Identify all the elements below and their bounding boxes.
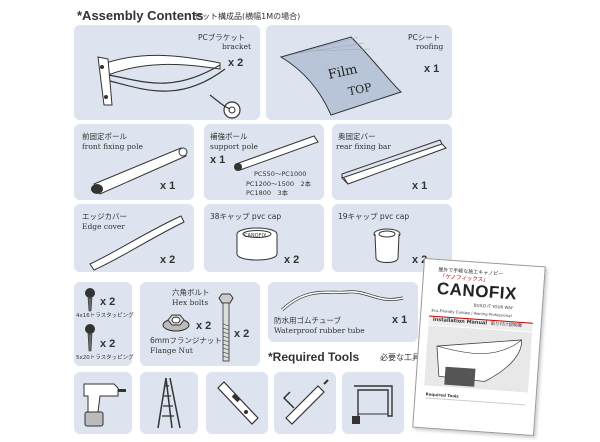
- manual-footer-icons: [424, 397, 526, 416]
- screw-4x16-icon: [85, 288, 95, 312]
- cap38-brand-label: CANOFIX: [244, 233, 267, 239]
- screws-panel: x 2 4x16トラスタッピング x 2 5x20トラスタッピング: [74, 282, 134, 366]
- assembly-contents-subtitle: セット構成品(横幅1Mの場合): [194, 12, 301, 21]
- rear-bar-illustration: [341, 139, 447, 185]
- level-icon: [217, 381, 259, 425]
- required-tools-jp-label: 必要な工具: [380, 353, 420, 362]
- front-pole-illustration: [91, 147, 188, 195]
- bracket-illustration: [97, 54, 241, 119]
- tool-ladder-panel: [140, 372, 198, 434]
- screw-4x16-label: 4x16トラスタッピング: [76, 313, 134, 319]
- cap38-label: 38キャップ pvc cap: [210, 212, 282, 221]
- support-pole-note-2: PC1200～1500 2本: [246, 180, 312, 188]
- rear-bar-jp-label: 奥固定バー: [338, 132, 376, 141]
- bracket-en-label: bracket: [222, 42, 252, 51]
- assembly-contents-title: *Assembly Contents: [77, 8, 204, 23]
- caulk-gun-icon: [282, 379, 329, 425]
- screw-5x20-icon: [85, 324, 95, 352]
- tool-caulk-gun-panel: [274, 372, 336, 434]
- edge-cover-panel: エッジカバー Edge cover x 2: [74, 204, 194, 272]
- screw-5x20-qty: x 2: [100, 338, 116, 350]
- rear-bar-en-label: rear fixing bar: [336, 142, 391, 151]
- hex-bolt-icon: [218, 293, 234, 362]
- cap38-panel: 38キャップ pvc cap x 2 CANOFIX: [204, 204, 324, 272]
- rubber-tube-jp-label: 防水用ゴムチューブ: [274, 316, 342, 325]
- roofing-panel: PCシート roofing x 1 Film TOP: [266, 25, 452, 120]
- support-pole-illustration: [234, 135, 319, 171]
- tool-level-panel: [206, 372, 268, 434]
- edge-cover-qty: x 2: [160, 254, 176, 266]
- bracket-jp-label: PCブラケット: [198, 33, 246, 42]
- tool-drill-panel: [74, 372, 132, 434]
- hex-bolts-en-label: Hex bolts: [172, 298, 209, 307]
- flange-nut-en-label: Flange Nut: [150, 346, 193, 355]
- rubber-tube-en-label: Waterproof rubber tube: [274, 326, 365, 335]
- roofing-en-label: roofing: [416, 42, 444, 51]
- support-pole-jp-label: 補強ポール: [210, 132, 248, 141]
- front-pole-en-label: front fixing pole: [82, 142, 143, 151]
- flange-nut-jp-label: 6mmフランジナット: [150, 336, 222, 345]
- front-pole-qty: x 1: [160, 180, 176, 192]
- hex-bolts-jp-label: 六角ボルト: [172, 288, 210, 297]
- flange-nut-icon: [162, 314, 190, 332]
- roofing-qty: x 1: [424, 63, 440, 75]
- support-pole-note-3: PC1800 3本: [246, 189, 289, 197]
- flange-nut-qty: x 2: [196, 320, 212, 332]
- drill-icon: [83, 383, 126, 427]
- bracket-qty: x 2: [228, 57, 244, 69]
- rubber-tube-qty: x 1: [392, 314, 408, 326]
- bolts-panel: 六角ボルト Hex bolts x 2 6mmフランジナット Flange Nu…: [140, 282, 260, 366]
- screw-5x20-label: 5x20トラスタッピング: [76, 355, 134, 361]
- front-pole-panel: 前固定ポール front fixing pole x 1: [74, 124, 194, 200]
- rubber-tube-illustration: [280, 290, 404, 312]
- hex-bolts-qty: x 2: [234, 328, 250, 340]
- cap19-label: 19キャップ pvc cap: [338, 212, 410, 221]
- cap38-qty: x 2: [284, 254, 300, 266]
- bracket-panel: PCブラケット bracket x 2: [74, 25, 260, 120]
- cap19-illustration: [373, 228, 401, 263]
- cap38-illustration: [236, 227, 278, 261]
- hacksaw-icon: [352, 385, 393, 424]
- roofing-jp-label: PCシート: [408, 33, 441, 42]
- edge-cover-en-label: Edge cover: [82, 222, 125, 231]
- installation-manual: 屋外で手軽な施工キャノピー 「ケノフィックス」 CANOFIX BUILD IT…: [412, 257, 546, 437]
- roofing-sheet-illustration: [279, 36, 402, 116]
- support-pole-note-1: PC550～PC1000: [254, 170, 307, 178]
- support-pole-panel: 補強ポール support pole x 1 PC550～PC1000 PC12…: [204, 124, 324, 200]
- rear-bar-qty: x 1: [412, 180, 428, 192]
- screw-4x16-qty: x 2: [100, 296, 116, 308]
- required-tools-title: *Required Tools: [268, 350, 360, 364]
- rear-bar-panel: 奥固定バー rear fixing bar x 1: [332, 124, 452, 200]
- tool-hacksaw-panel: [342, 372, 404, 434]
- ladder-icon: [157, 377, 181, 429]
- support-pole-qty: x 1: [210, 154, 226, 166]
- support-pole-en-label: support pole: [210, 142, 258, 151]
- manual-cover-illustration: [424, 325, 533, 393]
- edge-cover-jp-label: エッジカバー: [82, 212, 127, 221]
- edge-cover-illustration: [89, 215, 185, 271]
- front-pole-jp-label: 前固定ポール: [82, 132, 127, 141]
- rubber-tube-panel: x 1 防水用ゴムチューブ Waterproof rubber tube: [268, 282, 418, 342]
